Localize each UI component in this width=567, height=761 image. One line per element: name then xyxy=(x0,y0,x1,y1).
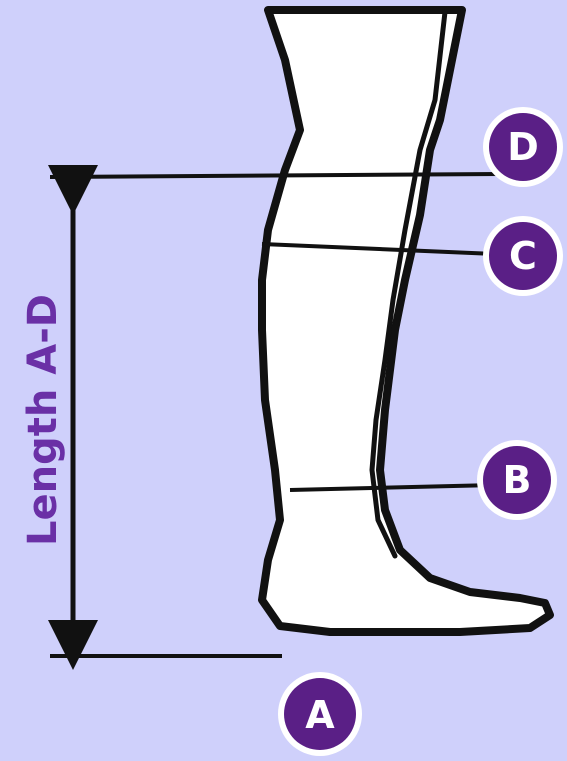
point-c-badge: C xyxy=(483,216,563,296)
point-d-badge: D xyxy=(483,107,563,187)
point-a-label: A xyxy=(305,693,335,737)
point-a-badge: A xyxy=(278,672,362,756)
leg-outline xyxy=(262,10,550,632)
length-label: Length A-D xyxy=(20,294,66,546)
measure-line-d xyxy=(50,174,500,177)
point-b-label: B xyxy=(503,458,532,502)
point-c-label: C xyxy=(509,234,537,278)
point-b-badge: B xyxy=(477,440,557,520)
point-d-label: D xyxy=(507,125,539,169)
